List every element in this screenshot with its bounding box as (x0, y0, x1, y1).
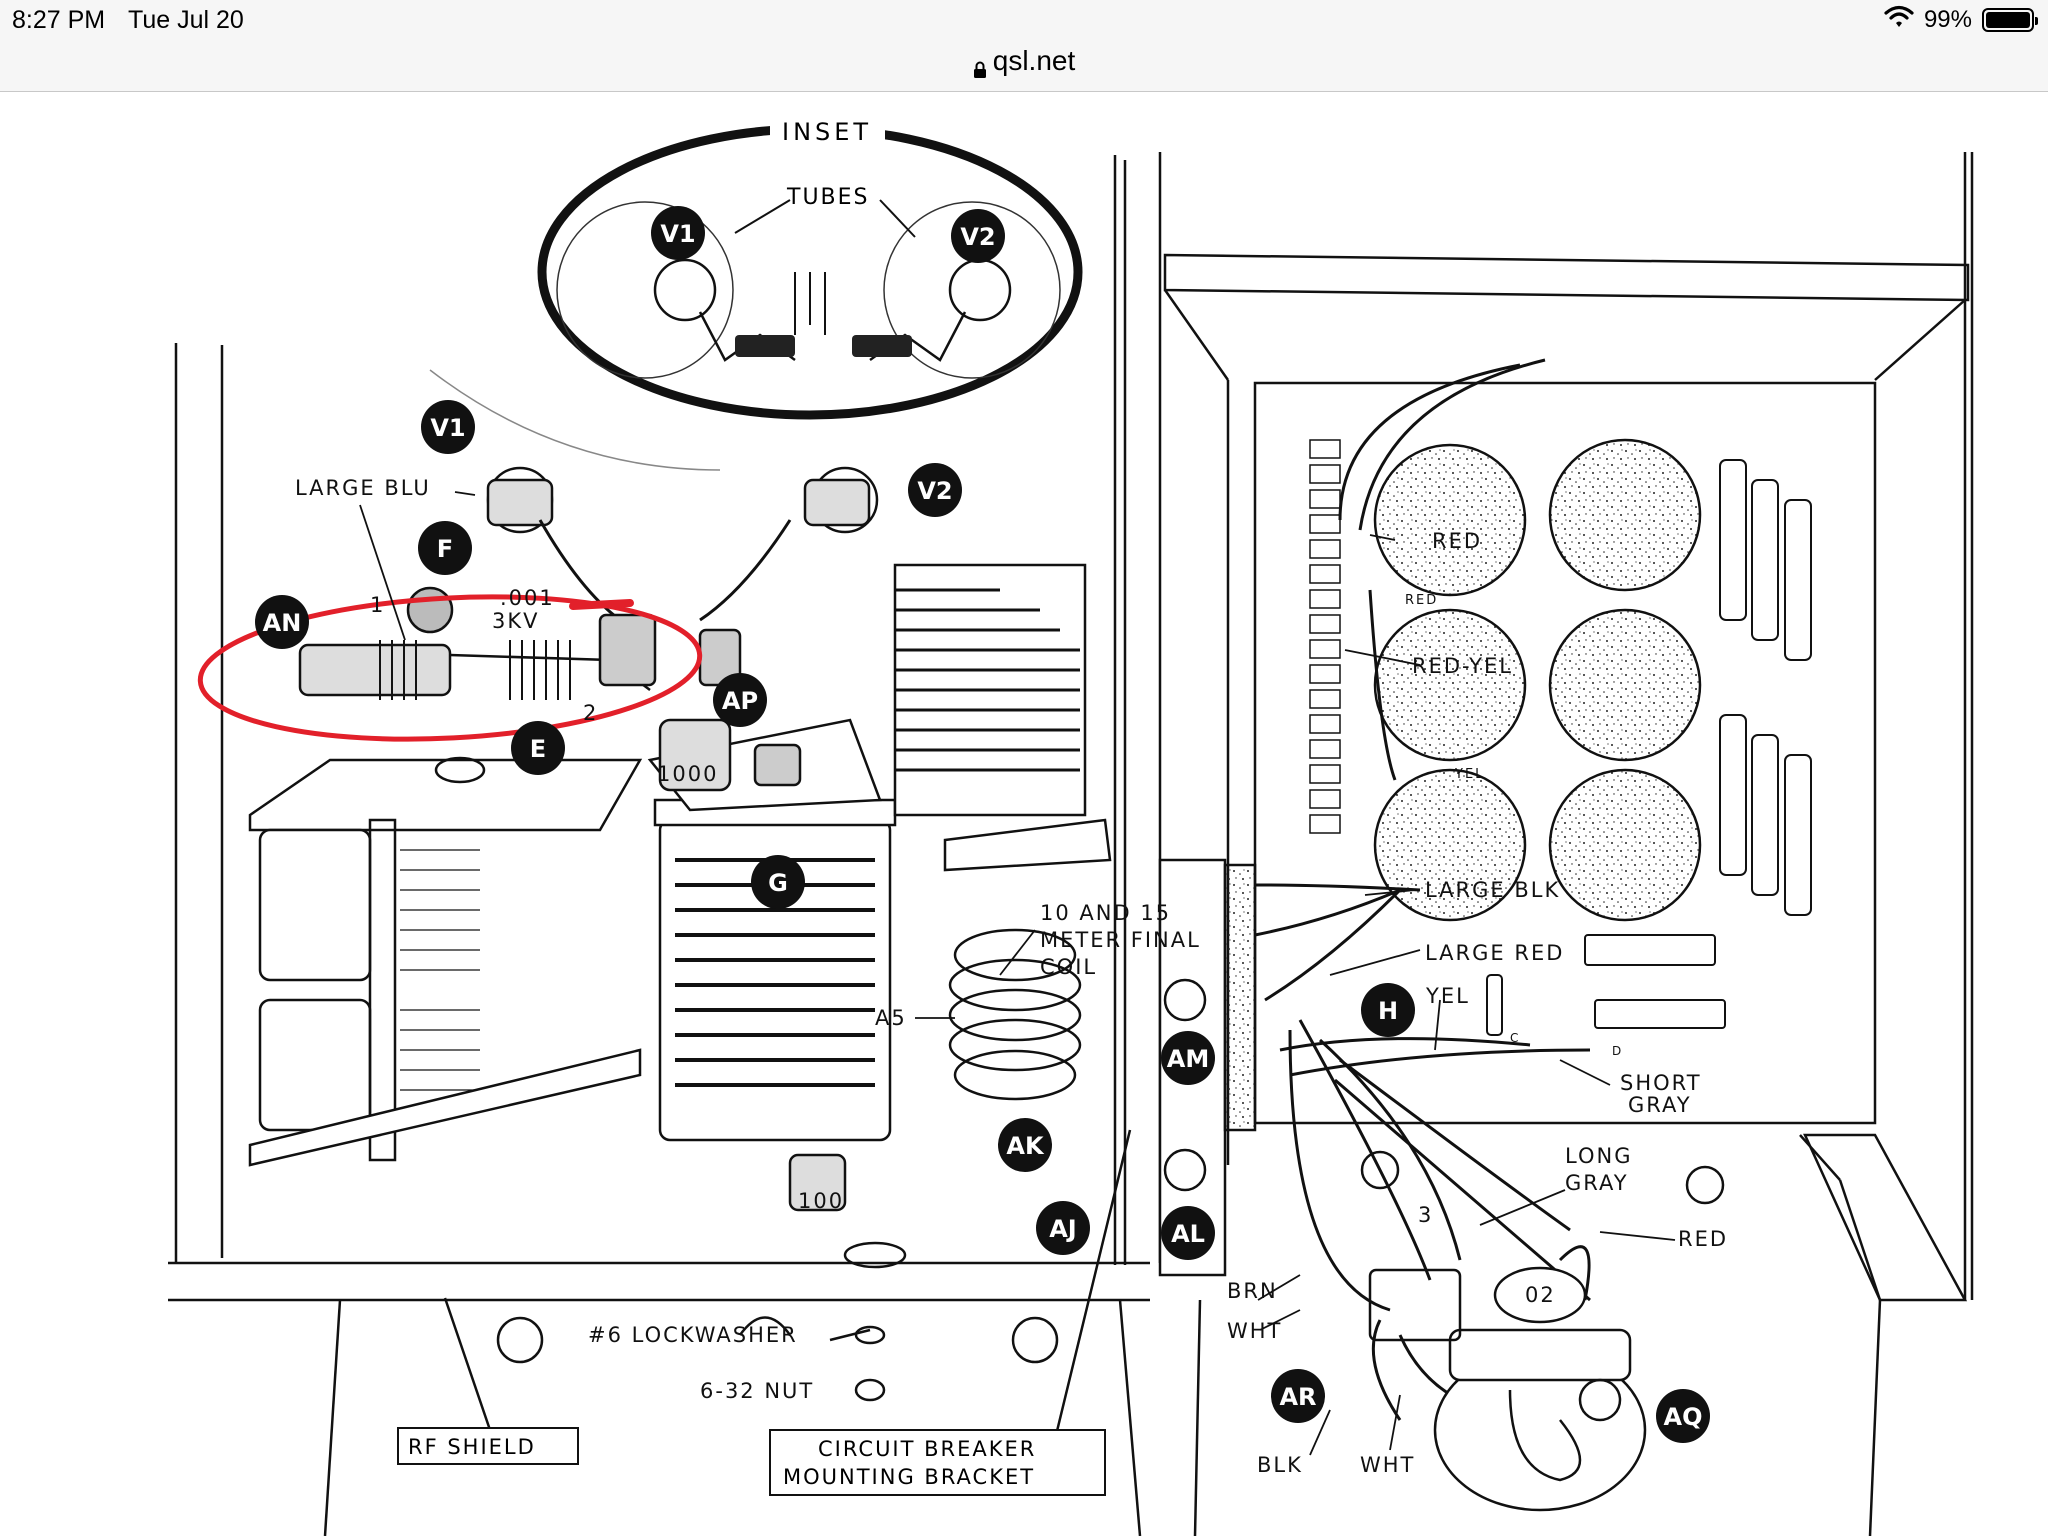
label-red-yel: RED-YEL (1412, 654, 1513, 678)
label-d: D (1612, 1044, 1623, 1058)
marker-al: AL (1171, 1220, 1205, 1248)
capacitor-cans (1373, 438, 1702, 922)
label-nut: 6-32 NUT (700, 1379, 814, 1403)
marker-aq: AQ (1664, 1403, 1703, 1431)
label-brn: BRN (1227, 1279, 1278, 1303)
label-wht: WHT (1227, 1319, 1282, 1343)
label-short: SHORT (1620, 1071, 1702, 1095)
label-large-blk: LARGE BLK (1425, 878, 1560, 902)
inset-panel (537, 115, 1083, 420)
label-large-blu: LARGE BLU (295, 476, 431, 500)
label-yel: YEL (1425, 984, 1470, 1008)
label-long-gray: GRAY (1565, 1171, 1629, 1195)
status-bar: 8:27 PM Tue Jul 20 99% (0, 0, 2048, 40)
label-c: C (1510, 1031, 1520, 1045)
inset-label: INSET (782, 118, 872, 146)
tubes-label: TUBES (786, 185, 870, 210)
rf-shield-box: RF SHIELD (397, 1427, 579, 1465)
label-wht2: WHT (1360, 1453, 1415, 1477)
label-rf-shield: RF SHIELD (408, 1435, 536, 1459)
marker-v1-inset: V1 (660, 220, 695, 248)
highlight-stroke (569, 599, 634, 610)
fuse-resistors (1486, 459, 1812, 1036)
label-pin-2: 2 (583, 701, 598, 725)
circuit-breaker-box: CIRCUIT BREAKER MOUNTING BRACKET (769, 1429, 1106, 1496)
label-coil-line3: COIL (1040, 955, 1097, 979)
status-indicators: 99% (1884, 5, 2038, 36)
circuit-components (248, 369, 1257, 1461)
marker-f: F (437, 535, 453, 563)
label-yel-small: YEL (1454, 767, 1484, 782)
label-large-red: LARGE RED (1425, 941, 1564, 965)
battery-level (1986, 12, 2030, 28)
terminal-strip (1309, 439, 1341, 834)
label-cb-line2: MOUNTING BRACKET (783, 1465, 1035, 1489)
marker-ar: AR (1279, 1383, 1316, 1411)
marker-v2-inset: V2 (960, 223, 995, 251)
wiring (1254, 358, 1591, 1421)
chassis-outline (168, 152, 1974, 1536)
label-lockwasher: #6 LOCKWASHER (588, 1323, 798, 1347)
battery-icon (1982, 8, 2038, 32)
marker-ak: AK (1006, 1132, 1045, 1160)
label-a5: A5 (875, 1006, 907, 1030)
label-res-1000: 1000 (657, 762, 718, 786)
marker-aj: AJ (1049, 1215, 1077, 1243)
callout-lines (359, 491, 1676, 1456)
marker-v2: V2 (917, 477, 952, 505)
marker-v1: V1 (430, 414, 465, 442)
battery-percent: 99% (1923, 6, 1972, 33)
label-red: RED (1432, 529, 1482, 553)
component-markers: V1 V2 V1 V2 F AN E AP G AM AK AJ AL H AR… (255, 206, 1710, 1443)
label-res-100: 100 (798, 1189, 844, 1213)
marker-h: H (1378, 997, 1398, 1025)
label-cb-line1: CIRCUIT BREAKER (818, 1437, 1036, 1461)
url-text: qsl.net (992, 44, 1076, 76)
label-3: 3 (1418, 1203, 1433, 1227)
marker-ap: AP (722, 687, 758, 715)
diagram-labels: LARGE BLU .001 3KV 1 2 1000 100 10 AND 1… (295, 476, 1728, 1477)
label-pin-1: 1 (370, 593, 385, 617)
label-red-small: RED (1405, 593, 1438, 608)
label-coil-line1: 10 AND 15 (1040, 901, 1171, 925)
status-time: 8:27 PM (12, 6, 106, 34)
label-cap-001: .001 (500, 586, 555, 610)
address-bar[interactable]: qsl.net (0, 40, 2048, 92)
url-display[interactable]: qsl.net (973, 44, 1076, 78)
wifi-icon (1884, 5, 1914, 36)
label-red-right: RED (1678, 1227, 1728, 1251)
marker-g: G (768, 869, 788, 897)
circuit-breaker (1368, 1266, 1647, 1512)
label-cap-3kv: 3KV (492, 609, 540, 633)
label-long: LONG (1565, 1144, 1632, 1168)
label-coil-line2: METER FINAL (1040, 928, 1201, 952)
status-date: Tue Jul 20 (128, 6, 244, 34)
label-blk: BLK (1257, 1453, 1303, 1477)
lock-icon (973, 54, 987, 78)
wiring-diagram: INSET TUBES (0, 93, 2048, 1536)
highlight-circle (197, 594, 703, 742)
marker-am: AM (1167, 1045, 1209, 1073)
marker-e: E (530, 735, 546, 763)
label-gray: GRAY (1628, 1093, 1692, 1117)
label-02: 02 (1525, 1283, 1556, 1307)
marker-an: AN (263, 609, 302, 637)
